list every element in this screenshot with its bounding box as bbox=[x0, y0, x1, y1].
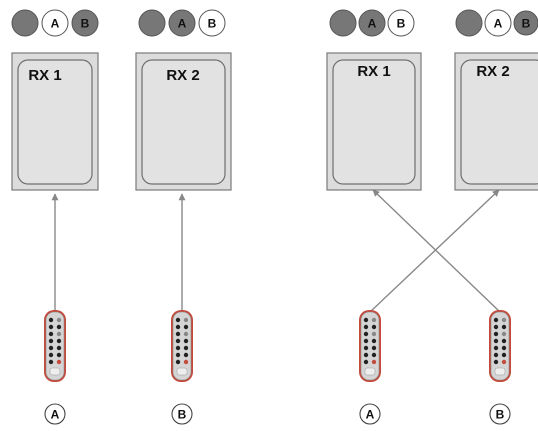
receiver-inner bbox=[332, 59, 416, 185]
indicator-a-label: A bbox=[178, 17, 187, 31]
link-line bbox=[372, 189, 501, 313]
indicator-b-active bbox=[513, 10, 538, 36]
remote-a-badge bbox=[359, 403, 381, 425]
indicator-group: A B bbox=[11, 9, 99, 37]
indicator-b bbox=[198, 9, 226, 37]
indicator-empty bbox=[455, 9, 483, 37]
indicator-b-label: B bbox=[208, 17, 217, 31]
remote-a bbox=[43, 309, 67, 383]
receiver-inner bbox=[460, 59, 538, 185]
receiver-inner bbox=[17, 59, 93, 185]
indicator-group: A B bbox=[455, 9, 538, 37]
indicator-a-label: A bbox=[51, 17, 60, 31]
remote-control-icon bbox=[43, 309, 67, 383]
indicator-a bbox=[484, 9, 512, 37]
remote-a-badge bbox=[44, 403, 66, 425]
receiver-rx1: A B RX 1 bbox=[326, 9, 422, 191]
receiver-rx2: A B RX 2 bbox=[135, 9, 232, 191]
remote-a-label: A bbox=[366, 408, 375, 422]
remote-b-badge bbox=[171, 403, 193, 425]
remote-b bbox=[170, 309, 194, 383]
receiver-label: RX 2 bbox=[476, 63, 509, 80]
remote-a-label: A bbox=[51, 408, 60, 422]
indicator-b-active bbox=[71, 9, 99, 37]
link-line bbox=[369, 189, 500, 313]
indicator-a bbox=[41, 9, 69, 37]
remote-b bbox=[488, 309, 512, 383]
remote-control-icon bbox=[170, 309, 194, 383]
remote-a bbox=[358, 309, 382, 383]
indicator-b-label: B bbox=[81, 17, 90, 31]
receiver-inner bbox=[141, 59, 226, 185]
indicator-empty bbox=[11, 9, 39, 37]
indicator-b-label: B bbox=[522, 17, 531, 31]
receiver-label: RX 2 bbox=[166, 67, 199, 84]
indicator-a-active bbox=[358, 9, 386, 37]
indicator-empty bbox=[138, 9, 166, 37]
indicator-empty bbox=[329, 9, 357, 37]
remote-control-icon bbox=[488, 309, 512, 383]
receiver-label: RX 1 bbox=[28, 67, 61, 84]
receiver-rx1: A B RX 1 bbox=[11, 9, 99, 191]
right-panel: A B RX 1 A B RX 2 bbox=[326, 9, 538, 425]
indicator-group: A B bbox=[329, 9, 415, 37]
receiver-rx2: A B RX 2 bbox=[454, 9, 538, 191]
remote-b-label: B bbox=[496, 408, 505, 422]
left-panel: A B RX 1 A B RX 2 bbox=[11, 9, 232, 425]
indicator-b-label: B bbox=[397, 17, 406, 31]
indicator-a-active bbox=[168, 9, 196, 37]
indicator-group: A B bbox=[138, 9, 226, 37]
indicator-b bbox=[387, 9, 415, 37]
remote-b-badge bbox=[489, 403, 511, 425]
remote-b-label: B bbox=[178, 408, 187, 422]
indicator-a-label: A bbox=[368, 17, 377, 31]
remote-control-icon bbox=[358, 309, 382, 383]
receiver-label: RX 1 bbox=[357, 63, 390, 80]
indicator-a-label: A bbox=[494, 17, 503, 31]
